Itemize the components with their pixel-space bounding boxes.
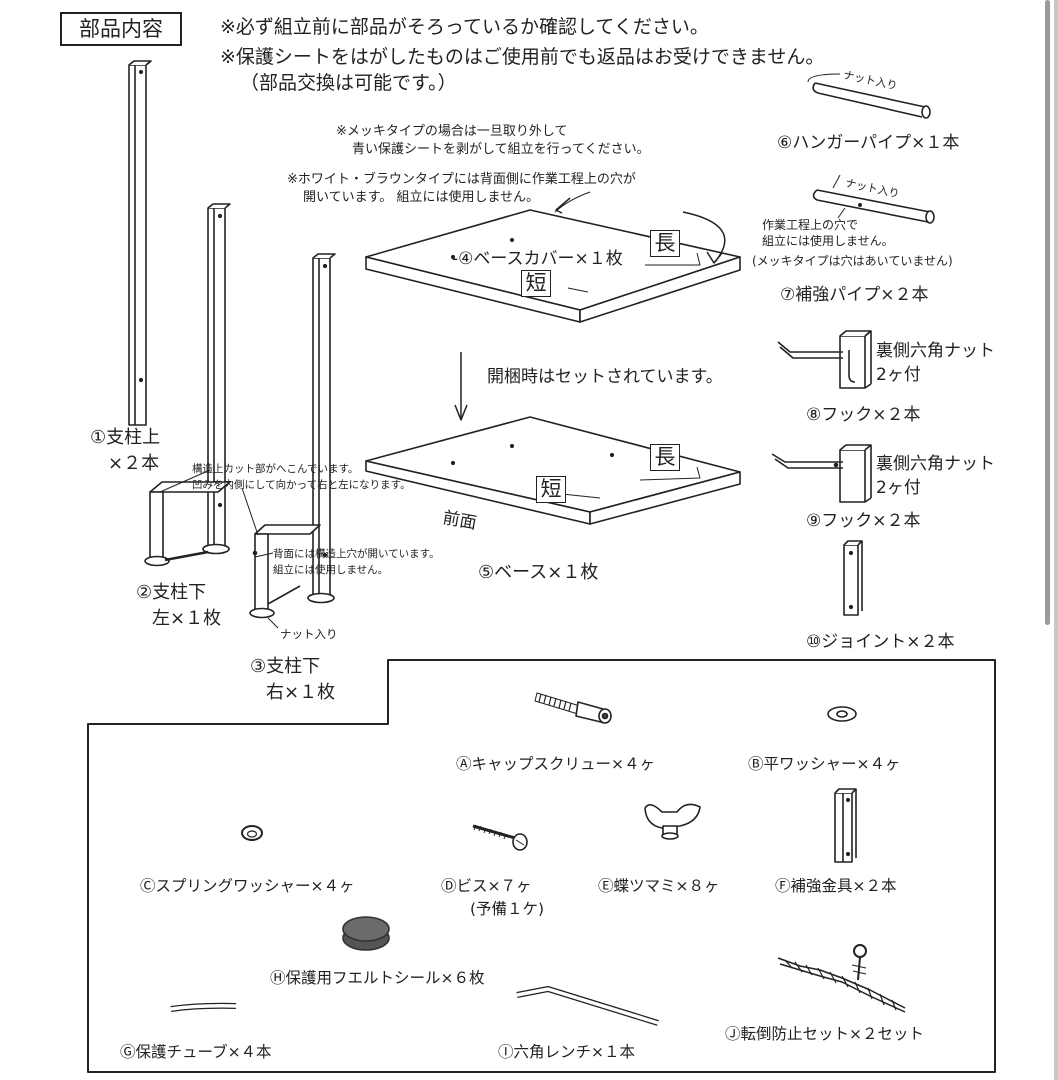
label-post-upper: ①支柱上 [90,427,161,448]
note-hole-3: (メッキタイプは穴はあいていません) [752,254,953,268]
note-cut-1: 構造上カット部がへこんでいます。 [192,463,359,475]
label-post-lower-right-qty: 右×１枚 [266,682,336,703]
note-white-1: ※ホワイト・ブラウンタイプには背面側に作業工程上の穴が [287,172,636,187]
flat-washer [827,706,857,722]
label-flat-washer: Ⓑ平ワッシャー×４ヶ [748,755,901,773]
note-hex-nut-8: 裏側六角ナット [876,341,995,361]
scrollbar-thumb[interactable] [1045,0,1050,625]
note-hole-2: 組立には使用しません。 [762,234,894,248]
label-post-lower-right: ③支柱下 [250,656,321,677]
label-spring-washer: Ⓒスプリングワッシャー×４ヶ [140,877,355,895]
label-hook-8: ⑧フック×２本 [806,405,921,425]
box-long-base: 長 [650,444,680,471]
note-mekki-2: 青い保護シートを剥がして組立を行ってください。 [352,142,650,157]
box-short-base: 短 [536,476,566,503]
label-base: ⑤ベース×１枚 [478,562,599,583]
hook-9 [771,444,872,503]
label-bracket: Ⓕ補強金具×２本 [775,877,897,895]
spring-washer [241,825,263,841]
note-no-return: ※保護シートをはがしたものはご使用前でも返品はお受けできません。 [220,46,825,68]
note-check-parts: ※必ず組立前に部品がそろっているか確認してください。 [220,16,709,38]
label-reinforcement-pipe: ⑦補強パイプ×２本 [780,285,929,305]
note-mekki-1: ※メッキタイプの場合は一旦取り外して [336,124,568,139]
note-packed: 開梱時はセットされています。 [487,367,723,387]
label-screw-spare: (予備１ケ) [470,900,545,918]
anti-tip-set [777,944,906,1013]
note-hole-1: 作業工程上の穴で [762,218,859,232]
label-joint: ⑩ジョイント×２本 [806,632,955,652]
page-title: 部品内容 [60,12,182,46]
label-screw: Ⓓビス×７ヶ [441,877,532,895]
curved-arrow-icon [554,191,591,213]
note-back-1: 背面には構造上穴が開いています。 [273,548,440,560]
note-two-9: 2ヶ付 [876,478,921,498]
label-anti-tip: Ⓙ転倒防止セット×２セット [725,1025,924,1043]
felt-seal [342,916,390,951]
label-hook-9: ⑨フック×２本 [806,511,921,531]
base-board [365,416,741,525]
post-lower-left [144,481,231,567]
base-cover-board [365,209,741,323]
reinforcement-pipe [812,174,935,224]
label-wing-nut: Ⓔ蝶ツマミ×８ヶ [598,877,720,895]
joint-10 [843,540,863,616]
label-post-lower-left-qty: 左×１枚 [152,608,222,629]
post-upper-3 [307,253,336,604]
box-long-cover: 長 [650,230,680,257]
hook-8 [777,330,872,389]
post-lower-right [249,524,321,619]
label-post-upper-qty: ×２本 [108,453,160,474]
cap-screw [534,692,612,724]
post-upper-1 [128,60,152,426]
note-white-2: 開いています。 組立には使用しません。 [303,190,540,205]
label-hanger-pipe: ⑥ハンガーパイプ×１本 [777,133,960,153]
hex-wrench [516,985,659,1026]
note-hex-nut-9: 裏側六角ナット [876,454,995,474]
note-nut-in-post: ナット入り [280,627,338,641]
scrollbar-track[interactable] [1054,0,1058,1080]
label-base-cover: -④ベースカバー×１枚 [452,249,623,269]
hanger-pipe [807,73,931,119]
note-back-2: 組立には使用しません。 [273,564,389,576]
label-post-lower-left: ②支柱下 [136,582,207,603]
screw-bis [472,824,528,851]
wing-nut [644,803,701,840]
label-hex-wrench: Ⓘ六角レンチ×１本 [498,1043,635,1061]
box-short-cover: 短 [521,270,551,297]
post-upper-2 [202,203,231,555]
hardware-box-outline [87,659,996,1073]
reinforcement-bracket [834,788,857,863]
note-two-8: 2ヶ付 [876,365,921,385]
note-exchange: （部品交換は可能です。） [240,72,457,94]
arrow-down-icon [454,352,468,421]
label-cap-screw: Ⓐキャップスクリュー×４ヶ [456,755,655,773]
protection-tube [170,1002,237,1012]
label-tube: Ⓖ保護チューブ×４本 [120,1043,272,1061]
label-felt: Ⓗ保護用フエルトシール×６枚 [270,969,485,987]
note-cut-2: 凹みを内側にして向かって右と左になります。 [192,479,411,491]
